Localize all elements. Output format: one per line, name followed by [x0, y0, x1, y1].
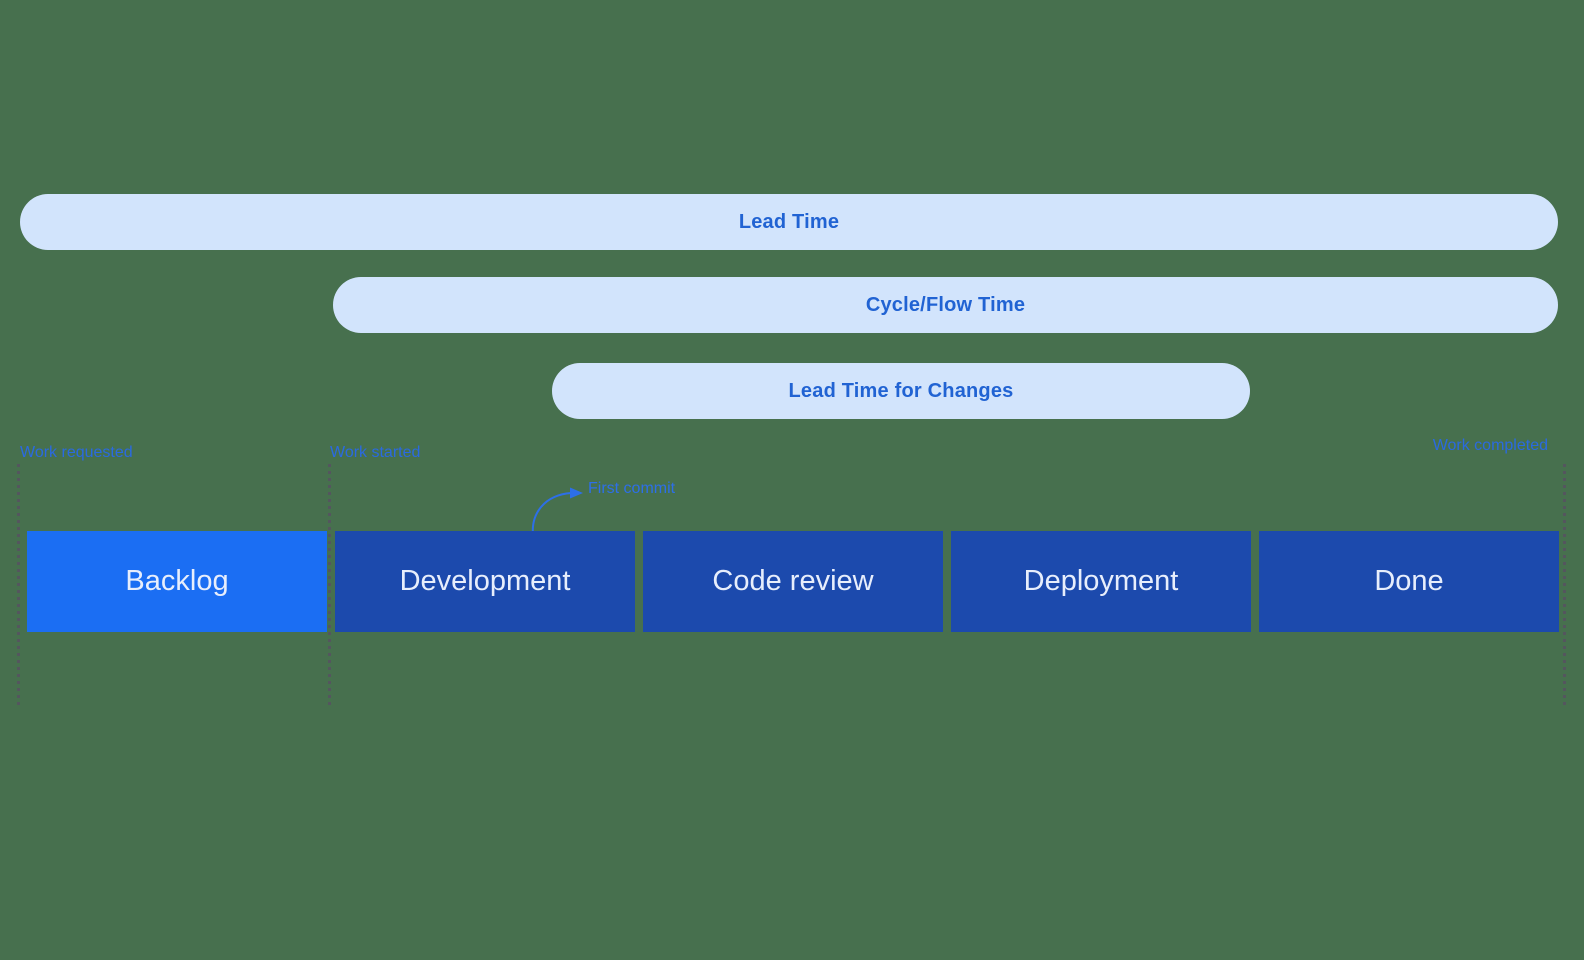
lead-time-label: Lead Time: [738, 210, 840, 233]
stage-backlog: Backlog: [27, 531, 327, 632]
first-commit-arrow-icon: [531, 487, 583, 536]
lead-time-bar: Lead Time: [20, 194, 1558, 250]
work-started-label: Work started: [330, 444, 421, 461]
stage-code-review: Code review: [643, 531, 943, 632]
work-requested-dotted-line: [17, 464, 20, 708]
work-requested-label: Work requested: [20, 444, 133, 461]
work-completed-dotted-line: [1563, 464, 1566, 708]
cycle-flow-time-label: Cycle/Flow Time: [865, 293, 1026, 316]
stage-done-label: Done: [1374, 565, 1444, 597]
work-started-dotted-line: [328, 464, 331, 708]
stage-deployment-label: Deployment: [1023, 565, 1179, 597]
lead-time-for-changes-bar: Lead Time for Changes: [552, 363, 1250, 419]
stage-code-review-label: Code review: [712, 565, 874, 597]
stage-development-label: Development: [399, 565, 571, 597]
work-completed-label: Work completed: [1432, 437, 1548, 454]
stage-done: Done: [1259, 531, 1559, 632]
stage-deployment: Deployment: [951, 531, 1251, 632]
cycle-flow-time-bar: Cycle/Flow Time: [333, 277, 1558, 333]
stage-development: Development: [335, 531, 635, 632]
lead-time-for-changes-label: Lead Time for Changes: [788, 379, 1014, 402]
first-commit-label: First commit: [588, 480, 676, 497]
stage-backlog-label: Backlog: [125, 565, 229, 597]
